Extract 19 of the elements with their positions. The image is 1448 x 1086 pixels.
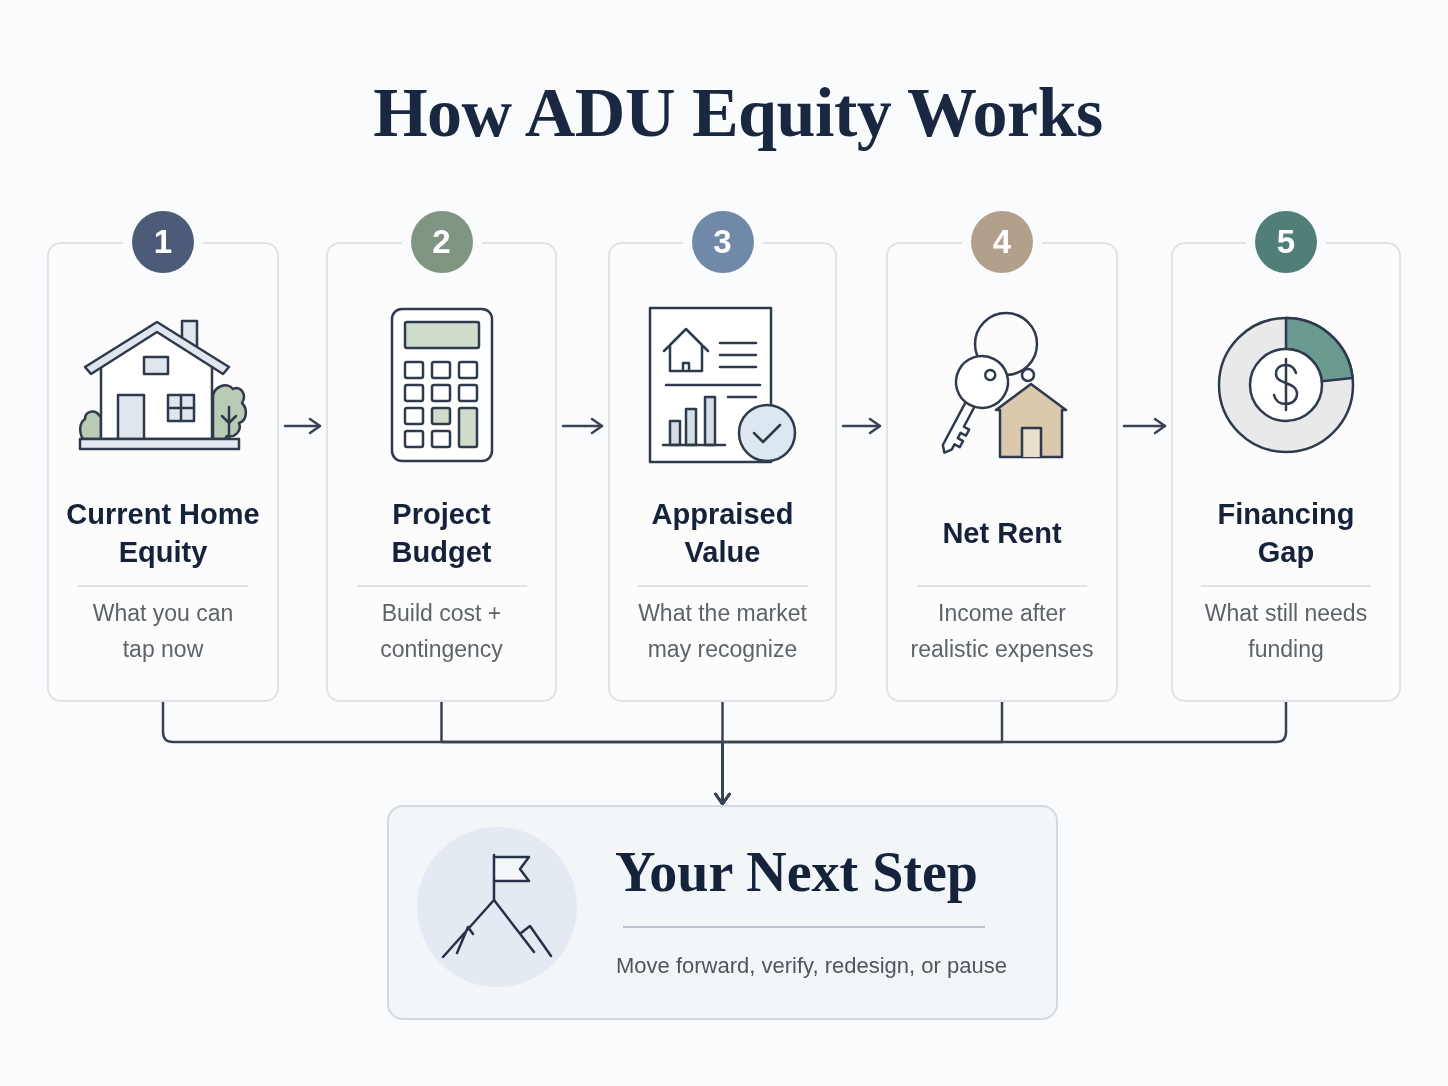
next-step-description: Move forward, verify, redesign, or pause (616, 952, 1007, 980)
arrow (841, 417, 882, 435)
arrow (283, 417, 322, 435)
step-title: Net Rent (941, 516, 1063, 551)
step-title: Current Home Equity (65, 497, 261, 570)
step-description: Income after realistic expenses (909, 599, 1095, 664)
step-description: Build cost + contingency (379, 599, 504, 664)
page-title: How ADU Equity Works (372, 73, 1104, 153)
arrow (561, 417, 604, 435)
step-description: What the market may recognize (637, 599, 808, 664)
step-title: Appraised Value (650, 497, 795, 570)
step-title: Project Budget (390, 497, 493, 570)
next-step-panel (387, 805, 1058, 1020)
bracket-arrow (714, 700, 1288, 806)
arrow (1122, 417, 1167, 435)
step-title: Financing Gap (1216, 497, 1356, 570)
step-description: What still needs funding (1203, 599, 1369, 664)
next-step-title: Your Next Step (615, 840, 978, 905)
step-description: What you can tap now (91, 599, 235, 664)
